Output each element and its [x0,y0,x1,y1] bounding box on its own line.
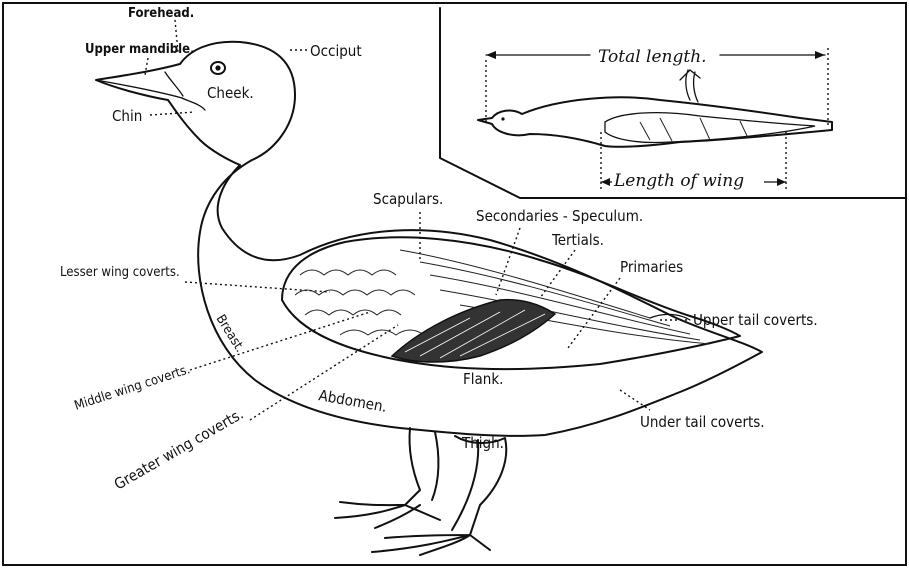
label-greater-wing-coverts: Greater wing coverts. [111,405,246,494]
label-tertials: Tertials. [551,231,604,249]
duck-foot-front [372,535,490,555]
inset-bird-body [478,97,832,146]
label-chin: Chin [112,107,142,125]
label-lesser-wing-coverts: Lesser wing coverts. [60,265,180,280]
label-forehead: Forehead. [128,6,194,21]
primaries-leader [568,278,620,348]
inset-bird [478,70,832,147]
label-primaries: Primaries [620,258,683,276]
label-thigh: Thigh. [461,434,504,452]
inset-border [440,8,906,198]
inset-bird-wing [605,113,815,143]
label-cheek: Cheek. [207,84,254,102]
wing-coverts-scallops [295,270,424,335]
total-length-label: Total length. [598,47,707,67]
duck-leg-near [405,428,438,505]
total-length-arrowhead-left [486,51,496,59]
wing-length-arrowhead-left [601,178,610,186]
chin-leader [150,112,195,115]
label-scapulars: Scapulars. [373,190,443,208]
label-flank: Flank. [463,370,503,388]
wing-length-label: Length of wing [613,171,744,191]
secondaries-leader [496,228,520,295]
label-abdomen: Abdomen. [317,386,388,416]
wing-length-arrowhead-right [777,178,786,186]
tertials-leader [540,250,575,298]
duck-gape [182,98,205,110]
label-secondaries-speculum: Secondaries - Speculum. [476,207,643,225]
under-tail-coverts-leader [620,390,650,410]
label-middle-wing-coverts: Middle wing coverts. [73,362,192,414]
duck-foot-back [335,502,440,528]
inset-panel: Total length. Length of wing [440,8,906,198]
inset-bird-feet [680,70,700,102]
label-under-tail-coverts: Under tail coverts. [640,413,765,431]
label-upper-tail-coverts: Upper tail coverts. [693,311,818,329]
total-length-arrowhead-right [815,51,825,59]
label-upper-mandible: Upper mandible. [85,42,195,57]
part-labels: Forehead. Upper mandible. Occiput Chin C… [60,6,818,493]
label-occiput: Occiput [310,42,362,60]
inset-bird-eye [501,117,504,120]
duck-pupil [215,65,220,70]
duck-figure [96,42,762,555]
